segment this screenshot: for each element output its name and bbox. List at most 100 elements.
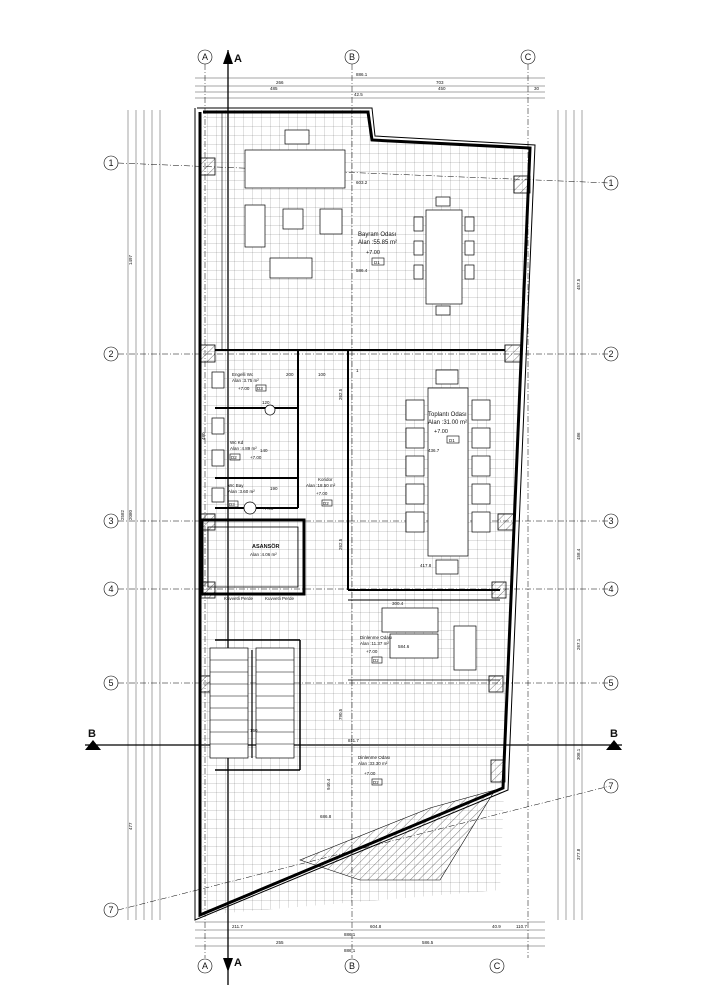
- room-area: Alan :11.37 m²: [360, 641, 389, 646]
- room-code: D1: [449, 438, 455, 443]
- exterior-walls: [194, 107, 536, 921]
- grid-bubbles-bottom: A B C: [197, 958, 505, 974]
- dimension-right: 457.5 486 158.4 267.1 308.1 377.8: [557, 110, 583, 920]
- room-elev: +7.00: [238, 386, 250, 391]
- grid-bubbles-top: A B C: [197, 49, 536, 65]
- dim-bottom-part-3: 40.9: [492, 924, 501, 929]
- room-area: Alan :31.00 m²: [428, 420, 467, 426]
- dim-inner-19: 150: [250, 728, 258, 733]
- room-area: Alan :55.85 m²: [358, 240, 397, 246]
- grid-label-3-right: 3: [608, 516, 613, 526]
- section-label-b-left: B: [88, 728, 96, 740]
- section-label-a-bottom: A: [234, 957, 242, 969]
- room-code: D3: [229, 502, 235, 507]
- dim-inner-13: 790.5: [338, 708, 343, 720]
- room-code: D2: [231, 455, 237, 460]
- room-label-toplanti: Toplantı Odası Alan :31.00 m² +7.00 D1: [428, 412, 467, 444]
- dim-top-total: 886.1: [356, 72, 368, 77]
- room-area: Alan :4.89 m²: [230, 446, 257, 451]
- dim-inner-11: 262.5: [338, 388, 343, 400]
- grid-label-4-left: 4: [108, 584, 113, 594]
- room-name: Wc Kd: [230, 440, 244, 445]
- dimension-top: 886.1 266 703 485 42.5 450 30: [195, 72, 545, 99]
- room-name: ASANSÖR: [252, 543, 280, 550]
- dim-top-sub-2: 42.5: [354, 92, 363, 97]
- dim-right-part-6: 377.8: [576, 848, 581, 860]
- grid-label-2-right: 2: [608, 349, 613, 359]
- room-elev: +7.00: [250, 455, 262, 460]
- room-area: Alan :3.60 m²: [228, 489, 255, 494]
- dim-bottom-part-4: 110.7: [516, 924, 527, 929]
- grid-label-3-left: 3: [108, 516, 113, 526]
- dim-bottom-part-1: 211.7: [232, 924, 243, 929]
- room-code: D2: [373, 780, 379, 785]
- room-label-dinlenme-1: Dinlenme Odası Alan :11.37 m² +7.00 D2: [360, 635, 392, 664]
- room-elev: +7.00: [364, 771, 376, 776]
- room-label-wc-bay: Wc Bay Alan :3.60 m² D3 +7.00: [227, 483, 274, 511]
- grid-label-7-right: 7: [608, 781, 613, 791]
- room-area: Alan :18.50 m²: [306, 483, 336, 488]
- grid-bubbles-right: 1 2 3 4 5 7: [603, 175, 619, 794]
- stairs: [209, 647, 295, 759]
- grid-label-b-bottom: B: [349, 961, 355, 971]
- dim-right-part-1: 457.5: [576, 278, 581, 290]
- interior-walls: [200, 112, 505, 771]
- dim-left-part-3: 477: [128, 822, 133, 830]
- grid-label-a-bottom: A: [202, 961, 208, 971]
- room-elev: +7.00: [366, 649, 378, 654]
- furniture-toplanti: [405, 369, 491, 575]
- dim-inner-0: 603.2: [356, 180, 368, 185]
- dimension-inner: 603.2 586.4 436.7 417.8 300.4 584.6 940.…: [201, 180, 440, 819]
- dim-inner-2: 436.7: [428, 448, 440, 453]
- grid-label-1-left: 1: [108, 158, 113, 168]
- furniture-bayram: [244, 129, 475, 316]
- dim-inner-8: 686.8: [320, 814, 332, 819]
- grid-label-c-top: C: [525, 52, 532, 62]
- dim-top-sub-1: 485: [270, 86, 278, 91]
- dim-right-part-3: 158.4: [576, 548, 581, 560]
- dim-inner-12: 262.5: [338, 538, 343, 550]
- room-code: D2: [373, 658, 379, 663]
- sanitary-fixtures: [211, 371, 276, 515]
- room-elev: +7.00: [262, 506, 274, 511]
- room-name: Dinlenme Odası: [360, 635, 392, 640]
- dim-inner-9: 1: [356, 368, 359, 373]
- room-area: Alan :4.06 m²: [250, 552, 277, 557]
- dim-inner-6: 940.4: [326, 778, 331, 790]
- room-name: Dinlenme Odası: [358, 755, 390, 760]
- dimension-left: 2582 1497 2080 477: [120, 110, 161, 920]
- dim-right-part-5: 308.1: [576, 748, 581, 760]
- room-label-engelli-wc: Engelli Wc Alan :3.75 m² +7.00 D3: [232, 372, 267, 392]
- room-label-koridor: Koridor Alan :18.50 m² +7.00 D2: [306, 477, 336, 507]
- balcony-hatch: [299, 789, 496, 881]
- dim-inner-15: 200: [286, 372, 294, 377]
- dim-bottom-part-2: 604.8: [370, 924, 382, 929]
- room-area: Alan :3.75 m²: [232, 378, 259, 383]
- grid-label-c-bottom: C: [494, 961, 501, 971]
- room-name: Wc Bay: [228, 483, 244, 488]
- room-area: Alan :33.30 m²: [358, 761, 388, 766]
- grid-label-1-right: 1: [608, 178, 613, 188]
- corridor-note-text: Kuvvetli Perde: [224, 596, 254, 601]
- dim-left-part-1: 1497: [128, 254, 133, 265]
- dim-inner-10: 480: [201, 432, 206, 440]
- dim-inner-5: 584.6: [398, 644, 410, 649]
- dim-inner-3: 417.8: [420, 563, 432, 568]
- room-name: Engelli Wc: [232, 372, 254, 377]
- room-label-asansor: ASANSÖR Alan :4.06 m² Kuvvetli Perde: [250, 543, 295, 601]
- dim-inner-7: 811.7: [348, 738, 359, 743]
- room-name: Koridor: [318, 477, 333, 482]
- dimension-bottom: 211.7 604.8 40.9 110.7 886.1 255 586.5 8…: [195, 921, 545, 953]
- room-elev: +7.00: [366, 250, 380, 256]
- dim-inner-1: 586.4: [356, 268, 368, 273]
- room-elev: +7.00: [434, 429, 448, 435]
- dim-bottom-row: 886.1: [344, 948, 356, 953]
- room-label-dinlenme-2: Dinlenme Odası Alan :33.30 m² +7.00 D2: [358, 755, 390, 786]
- dim-inner-18: 190: [270, 486, 278, 491]
- dim-left-total: 2582: [120, 509, 125, 520]
- grid-label-5-left: 5: [108, 678, 113, 688]
- dim-top-sub-4: 30: [534, 86, 540, 91]
- elevator-note: Kuvvetli Perde: [265, 596, 295, 601]
- grid-label-4-right: 4: [608, 584, 613, 594]
